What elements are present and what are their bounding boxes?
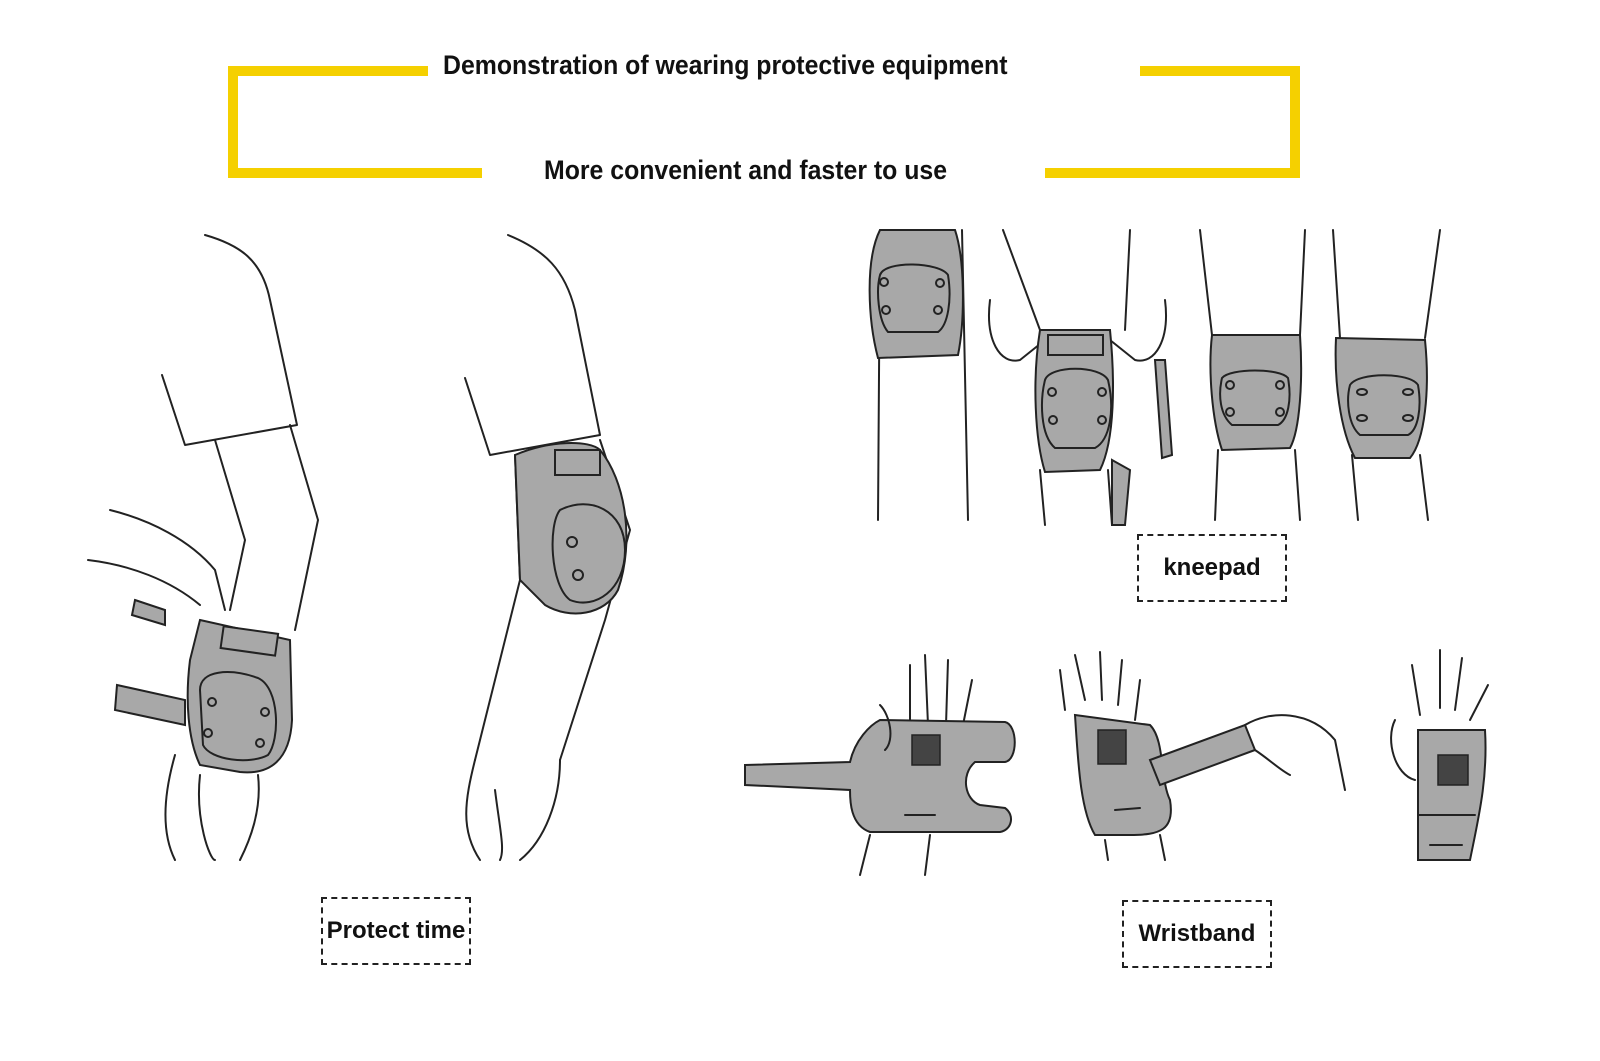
page-title: Demonstration of wearing protective equi… bbox=[443, 50, 1008, 80]
frame-top-right bbox=[1140, 66, 1300, 76]
elbow-pad-worn-icon bbox=[464, 234, 631, 861]
wrist-guard-icon bbox=[744, 649, 1489, 876]
panel-label-kneepad: kneepad bbox=[1137, 534, 1287, 602]
frame-left bbox=[228, 66, 238, 178]
frame-bottom-right bbox=[1045, 168, 1300, 178]
elbow-pad-icon bbox=[87, 234, 319, 861]
page-subtitle: More convenient and faster to use bbox=[544, 155, 948, 185]
frame-bottom-left bbox=[228, 168, 482, 178]
frame-top-left bbox=[228, 66, 428, 76]
frame-right bbox=[1290, 66, 1300, 178]
panel-label-wristband: Wristband bbox=[1122, 900, 1272, 968]
knee-pad-icon bbox=[868, 229, 1441, 526]
panel-label-elbow: Protect time bbox=[321, 897, 471, 965]
